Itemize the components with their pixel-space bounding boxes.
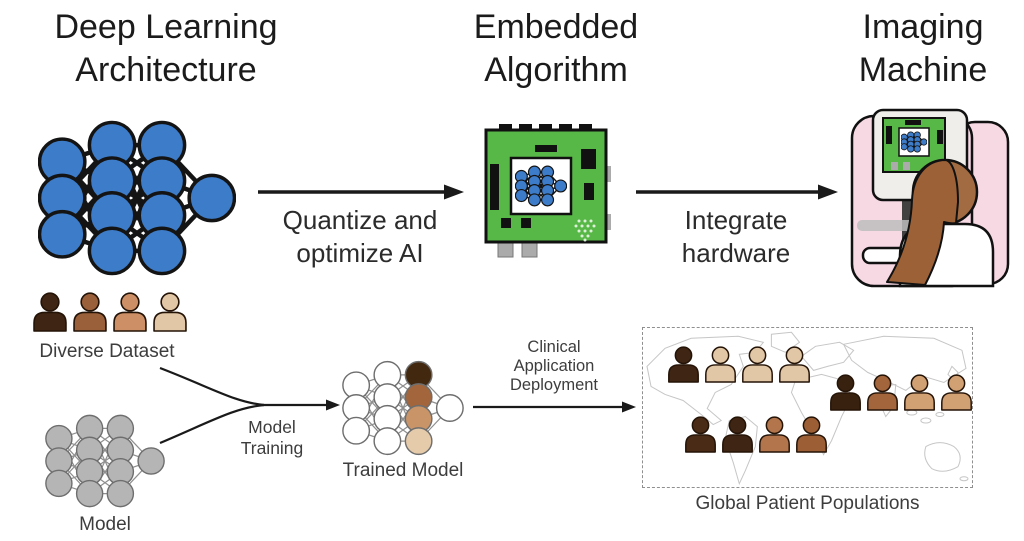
person-icon bbox=[830, 374, 861, 411]
label-quantize-optimize: Quantize and optimize AI bbox=[256, 204, 464, 270]
person-icon bbox=[153, 292, 187, 332]
chip-network-graphic bbox=[515, 165, 567, 207]
arrow-integrate bbox=[636, 184, 838, 200]
title-line: Embedded bbox=[473, 8, 639, 46]
board-component bbox=[584, 183, 594, 200]
person-icon bbox=[796, 416, 827, 453]
title-line: Deep Learning bbox=[54, 8, 278, 46]
imaging-machine-graphic bbox=[850, 108, 1010, 288]
population-group-south bbox=[683, 416, 829, 453]
label-line: Training bbox=[240, 438, 304, 458]
label-line: hardware bbox=[681, 238, 791, 268]
label-line: Application bbox=[513, 357, 595, 375]
person-icon bbox=[113, 292, 147, 332]
monitor-chip-component bbox=[937, 130, 943, 144]
trained-model-network-graphic bbox=[342, 360, 464, 456]
label-line: Integrate bbox=[684, 205, 788, 235]
title-line: Machine bbox=[858, 51, 988, 89]
label-trained-model: Trained Model bbox=[342, 460, 464, 481]
person-icon bbox=[705, 346, 736, 383]
monitor-chip-component bbox=[886, 126, 892, 144]
board-dot-pattern bbox=[574, 219, 596, 242]
label-model-training: Model Training bbox=[212, 417, 332, 459]
diverse-dataset-group bbox=[31, 292, 189, 332]
person-icon bbox=[867, 374, 898, 411]
board-component bbox=[490, 164, 499, 210]
monitor-chip-leg bbox=[903, 162, 910, 170]
label-line: Deployment bbox=[509, 376, 599, 394]
label-line: Model bbox=[248, 417, 296, 437]
person-icon bbox=[668, 346, 699, 383]
deep-learning-network-graphic bbox=[38, 120, 236, 276]
label-integrate-hardware: Integrate hardware bbox=[634, 204, 838, 270]
monitor-chip-component bbox=[905, 120, 921, 125]
title-line: Imaging bbox=[862, 8, 984, 46]
title-embedded-algorithm: Embedded Algorithm bbox=[425, 6, 687, 92]
person-icon bbox=[722, 416, 753, 453]
global-populations-box bbox=[642, 327, 973, 488]
population-group-north bbox=[666, 346, 812, 383]
population-group-east bbox=[828, 374, 974, 411]
patient-hair bbox=[886, 159, 959, 286]
board-component bbox=[501, 218, 511, 228]
monitor-chip-network bbox=[901, 131, 927, 153]
circuit-board-graphic bbox=[484, 124, 611, 258]
label-global-populations: Global Patient Populations bbox=[695, 493, 920, 514]
title-line: Algorithm bbox=[484, 51, 628, 89]
arrow-quantize bbox=[258, 184, 464, 200]
person-icon bbox=[759, 416, 790, 453]
board-component bbox=[581, 149, 596, 169]
arrow-model-training bbox=[159, 366, 340, 445]
label-diverse-dataset: Diverse Dataset bbox=[39, 341, 175, 362]
title-imaging-machine: Imaging Machine bbox=[814, 6, 1024, 92]
label-line: Quantize and bbox=[282, 205, 438, 235]
person-icon bbox=[685, 416, 716, 453]
model-network-graphic bbox=[45, 414, 165, 508]
person-icon bbox=[904, 374, 935, 411]
monitor-chip-leg bbox=[891, 162, 898, 170]
title-line: Architecture bbox=[75, 51, 257, 89]
label-line: Clinical bbox=[527, 338, 581, 356]
person-icon bbox=[33, 292, 67, 332]
arrow-deployment bbox=[473, 401, 636, 413]
person-icon bbox=[73, 292, 107, 332]
label-clinical-deployment: Clinical Application Deployment bbox=[478, 338, 630, 395]
board-component bbox=[535, 145, 557, 152]
label-line: optimize AI bbox=[296, 238, 424, 268]
person-icon bbox=[941, 374, 972, 411]
title-deep-learning-architecture: Deep Learning Architecture bbox=[0, 6, 332, 92]
label-model: Model bbox=[79, 514, 131, 535]
board-component bbox=[521, 218, 531, 228]
person-icon bbox=[742, 346, 773, 383]
person-icon bbox=[779, 346, 810, 383]
